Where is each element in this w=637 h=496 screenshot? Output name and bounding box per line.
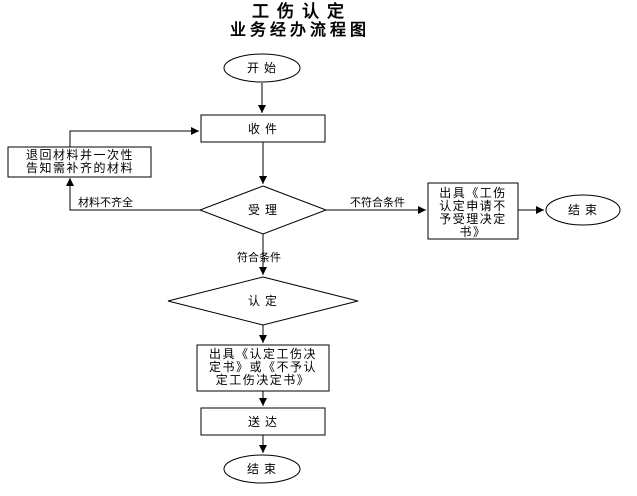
accept-decision-shape <box>198 185 328 235</box>
node-end-right: 结束 <box>545 194 621 226</box>
deliver-process-shape <box>200 407 326 436</box>
rejection-notice-line1: 出具《工伤 <box>439 186 507 200</box>
node-receive: 收件 <box>200 114 326 143</box>
node-determine: 认定 <box>167 276 359 326</box>
determine-label: 认定 <box>248 293 282 308</box>
end-bottom-terminator-shape <box>223 454 301 484</box>
page-title-line2: 业务经办流程图 <box>230 20 370 39</box>
end-bottom-label: 结束 <box>247 462 281 476</box>
issue-decision-line1: 出具《认定工伤决 <box>209 346 317 361</box>
issue-decision-line2: 定书》或《不予认 <box>209 359 317 374</box>
edge-accept-to-return-materials <box>66 178 200 211</box>
receive-label: 收件 <box>248 122 282 136</box>
deliver-label: 送达 <box>248 414 282 429</box>
start-label: 开始 <box>247 61 281 75</box>
rejection-notice-process-shape <box>427 182 519 240</box>
return-materials-line2: 告知需补齐的材料 <box>26 160 134 175</box>
node-return-materials: 退回材料并一次性 告知需补齐的材料 <box>7 146 152 178</box>
rejection-notice-line4: 书》 <box>459 225 486 239</box>
end-right-terminator-shape <box>545 194 621 226</box>
node-accept: 受理 <box>198 185 328 235</box>
edge-label-not-meet-conditions: 不符合条件 <box>350 195 405 209</box>
node-start: 开始 <box>223 53 301 83</box>
page-title-line1: 工伤认定 <box>252 1 352 22</box>
start-terminator-shape <box>223 53 301 83</box>
edge-label-meet-conditions: 符合条件 <box>237 250 281 264</box>
return-materials-line1: 退回材料并一次性 <box>26 148 134 162</box>
rejection-notice-line2: 认定申请不 <box>439 198 507 213</box>
edge-label-materials-incomplete: 材料不齐全 <box>78 195 133 209</box>
edge-return-materials-to-receive <box>69 127 199 147</box>
accept-label: 受理 <box>248 203 282 217</box>
node-deliver: 送达 <box>200 407 326 436</box>
end-right-label: 结束 <box>568 203 602 217</box>
receive-process-shape <box>200 114 326 143</box>
issue-decision-line3: 定工伤决定书》 <box>216 372 311 387</box>
return-materials-process-shape <box>7 146 152 178</box>
node-end-bottom: 结束 <box>223 454 301 484</box>
rejection-notice-line3: 予受理决定 <box>439 211 507 226</box>
node-rejection-notice: 出具《工伤 认定申请不 予受理决定 书》 <box>427 182 519 240</box>
determine-decision-shape <box>167 276 359 326</box>
node-issue-decision: 出具《认定工伤决 定书》或《不予认 定工伤决定书》 <box>196 344 330 392</box>
issue-decision-process-shape <box>196 344 330 392</box>
